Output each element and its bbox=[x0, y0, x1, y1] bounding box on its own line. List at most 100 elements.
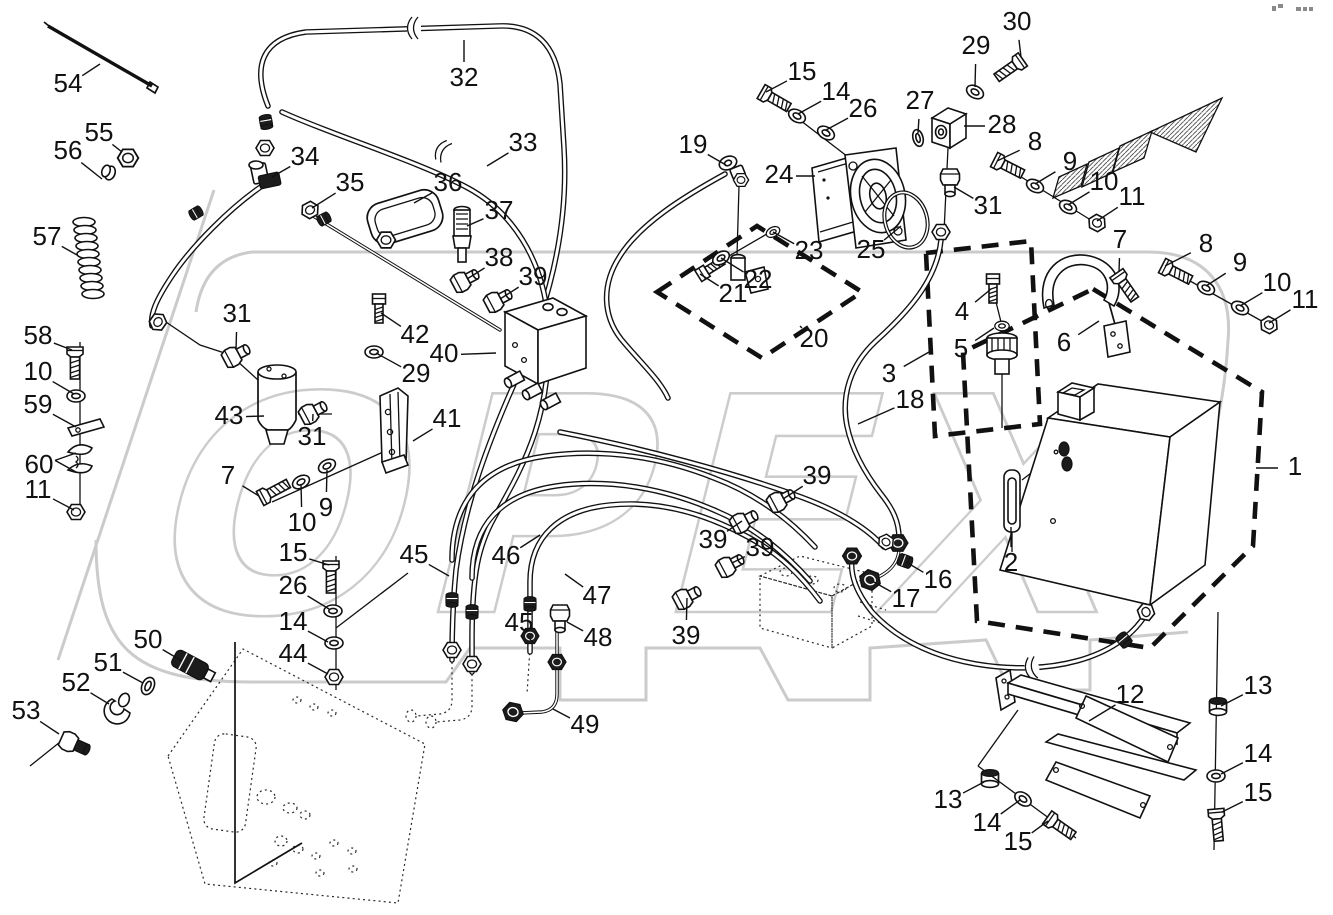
part-19-hose bbox=[603, 171, 728, 401]
part-label-49: 49 bbox=[571, 709, 600, 739]
part-19-banjo-fitting bbox=[718, 155, 750, 188]
label-leader-line bbox=[825, 117, 849, 131]
hose-ferrule bbox=[465, 604, 479, 620]
part-label-8: 8 bbox=[1028, 126, 1042, 156]
part-14-washer bbox=[1206, 769, 1226, 783]
part-label-23: 23 bbox=[795, 235, 824, 265]
hose-nut bbox=[462, 655, 482, 673]
part-label-57: 57 bbox=[33, 221, 62, 251]
hose-ferrule bbox=[258, 113, 274, 131]
part-label-19: 19 bbox=[679, 129, 708, 159]
label-leader-line bbox=[765, 80, 788, 93]
part-label-39: 39 bbox=[746, 532, 775, 562]
part-41-bracket bbox=[379, 387, 410, 475]
label-leader-line bbox=[80, 162, 103, 180]
part-15-bolt bbox=[1207, 807, 1228, 843]
label-leader-line bbox=[974, 327, 995, 342]
label-leader-line bbox=[245, 415, 265, 418]
label-leader-line bbox=[566, 621, 584, 632]
hose-nut bbox=[931, 223, 951, 241]
label-leader-line bbox=[528, 637, 534, 644]
label-leader-line bbox=[974, 63, 977, 88]
part-label-35: 35 bbox=[336, 167, 365, 197]
hose-elbow-nut bbox=[841, 547, 863, 565]
label-leader-line bbox=[726, 520, 743, 532]
part-label-37: 37 bbox=[485, 195, 514, 225]
label-leader-line bbox=[797, 100, 822, 115]
label-leader-line bbox=[375, 352, 402, 368]
part-15-bolt bbox=[756, 83, 794, 116]
label-leader-line bbox=[1031, 820, 1049, 834]
part-label-13: 13 bbox=[934, 784, 963, 814]
label-leader-line bbox=[52, 498, 75, 511]
watermark-border-left bbox=[56, 189, 216, 661]
part-label-53: 53 bbox=[12, 695, 41, 725]
label-leader-line bbox=[271, 165, 291, 178]
hose-nut bbox=[547, 653, 567, 671]
part-label-1: 1 bbox=[1288, 451, 1302, 481]
part-label-60: 60 bbox=[25, 449, 54, 479]
part-label-26: 26 bbox=[849, 93, 878, 123]
label-leader-line bbox=[1000, 799, 1021, 815]
part-label-44: 44 bbox=[279, 638, 308, 668]
panel-holes bbox=[256, 696, 358, 877]
part-label-9: 9 bbox=[1063, 146, 1077, 176]
label-leader-line bbox=[307, 662, 329, 675]
part-label-33: 33 bbox=[509, 127, 538, 157]
label-leader-line bbox=[857, 407, 895, 425]
label-leader-line bbox=[962, 781, 985, 794]
part-56-ferrule bbox=[100, 164, 117, 181]
label-leader-line bbox=[707, 153, 727, 166]
label-leader-line bbox=[772, 231, 795, 245]
label-leader-line bbox=[1077, 320, 1100, 336]
part-label-22: 22 bbox=[744, 264, 773, 294]
label-leader-line bbox=[460, 352, 497, 356]
part-label-15: 15 bbox=[279, 537, 308, 567]
part-label-38: 38 bbox=[485, 242, 514, 272]
part-label-16: 16 bbox=[924, 564, 953, 594]
parts bbox=[43, 21, 1223, 820]
label-leader-line bbox=[905, 561, 924, 573]
label-leader-line bbox=[486, 152, 509, 167]
part-36-loop-clamp bbox=[366, 188, 444, 249]
label-leader-line bbox=[466, 218, 484, 227]
hose-break-mark bbox=[406, 15, 422, 41]
dashed-box-group-20 bbox=[652, 223, 867, 361]
label-leader-line bbox=[564, 573, 584, 588]
part-label-7: 7 bbox=[221, 460, 235, 490]
part-label-8: 8 bbox=[1199, 228, 1213, 258]
part-label-10: 10 bbox=[1263, 267, 1292, 297]
phantom-machine-panel bbox=[167, 642, 426, 904]
part-label-30: 30 bbox=[1003, 6, 1032, 36]
label-leader-line bbox=[685, 597, 688, 621]
dashed-box-group-1 bbox=[960, 286, 1265, 651]
part-label-31: 31 bbox=[298, 421, 327, 451]
part-52-clip bbox=[103, 692, 131, 725]
part-label-58: 58 bbox=[24, 320, 53, 350]
part-49-end-nut bbox=[500, 700, 526, 724]
label-leader-line bbox=[1067, 191, 1090, 206]
part-label-36: 36 bbox=[434, 167, 463, 197]
part-label-39: 39 bbox=[519, 261, 548, 291]
label-leader-line bbox=[311, 192, 337, 209]
label-leader-line bbox=[235, 331, 238, 351]
hose-break-mark bbox=[430, 136, 456, 166]
label-leader-line bbox=[903, 351, 930, 368]
part-53-plug-fitting bbox=[57, 730, 91, 756]
part-8-bolt bbox=[1157, 257, 1196, 289]
part-label-48: 48 bbox=[584, 622, 613, 652]
label-leader-line bbox=[782, 485, 804, 500]
label-leader-line bbox=[871, 580, 892, 593]
label-leader-line bbox=[699, 273, 720, 287]
part-49-elbow-tube bbox=[518, 630, 559, 715]
label-leader-line bbox=[53, 342, 73, 351]
part-label-54: 54 bbox=[54, 68, 83, 98]
label-leader-line bbox=[466, 267, 485, 280]
part-label-18: 18 bbox=[896, 384, 925, 414]
part-28-fitting-block bbox=[930, 107, 968, 150]
part-44-nut bbox=[324, 668, 344, 686]
part-14-washer bbox=[1011, 788, 1035, 810]
hose-ferrule bbox=[445, 592, 459, 608]
